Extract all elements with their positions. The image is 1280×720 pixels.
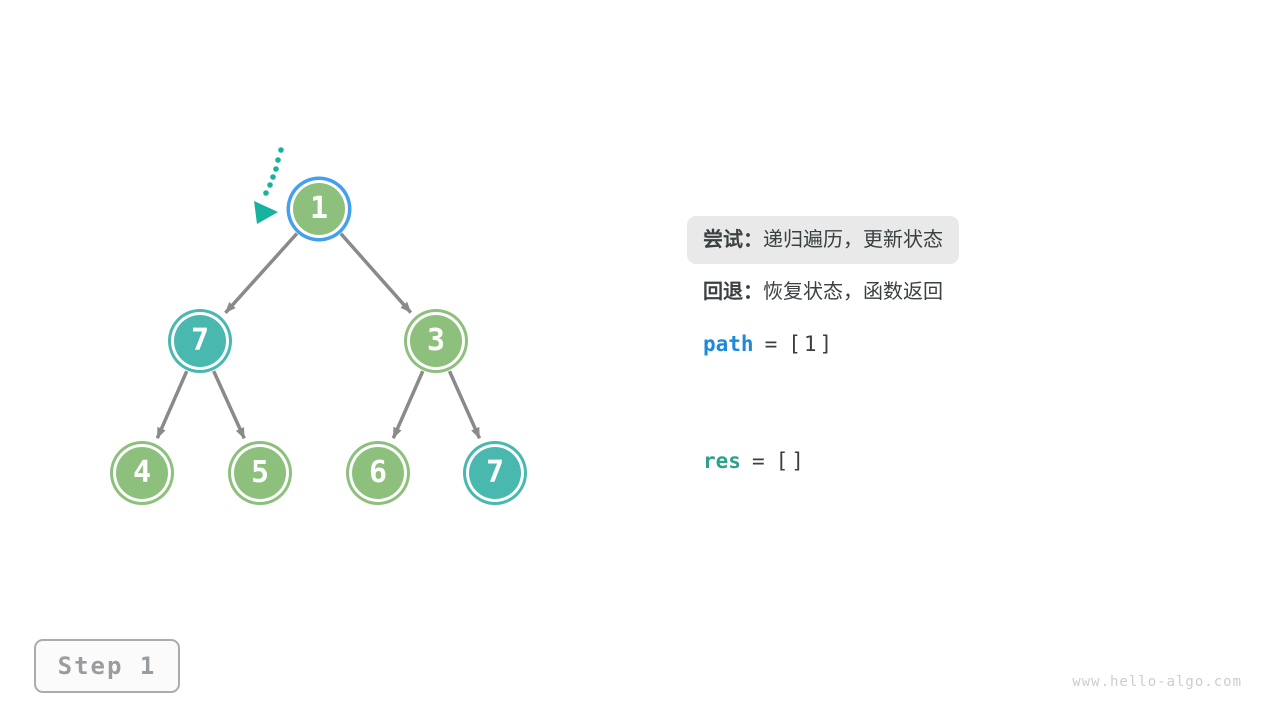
legend-backtrack: 回退：恢复状态，函数返回 [703,268,943,316]
legend-try: 尝试：递归遍历，更新状态 [687,216,959,264]
legend-backtrack-text: 恢复状态，函数返回 [763,281,943,303]
res-variable-name: res [703,449,741,473]
tree-node-value: 7 [190,323,210,358]
tree-node-value: 5 [250,455,270,490]
path-variable-name: path [703,332,754,356]
watermark-url: www.hello-algo.com [1072,674,1242,690]
visit-pointer-dot [267,182,273,188]
visit-pointer-dot [278,147,284,153]
tree-node-n5: 5 [234,447,286,499]
tree-edge [155,370,189,439]
visit-pointer-arrowhead-icon [254,201,278,224]
tree-node-value: 1 [309,191,329,226]
visit-pointer-dot [273,166,279,172]
visit-pointer-dot [270,174,276,180]
tree-node-n6: 6 [352,447,404,499]
visit-pointer-dot [263,190,269,196]
tree-node-n7l: 7 [174,315,226,367]
tree-node-value: 4 [132,455,152,490]
tree-node-n7r: 7 [469,447,521,499]
tree-edge [224,232,299,314]
tree-node-n3: 3 [410,315,462,367]
legend-try-keyword: 尝试： [703,229,763,251]
path-equals-sign: = [764,332,778,356]
tree-edge [447,370,482,440]
res-equals-sign: = [751,449,765,473]
step-badge-label: Step 1 [57,652,157,680]
res-variable-line: res = [] [703,447,807,475]
tree-node-value: 3 [426,323,446,358]
tree-node-n4: 4 [116,447,168,499]
res-variable-value: [] [775,449,807,473]
tree-node-value: 7 [485,455,505,490]
tree-edge [391,370,425,439]
tree-node-n1-current: 1 [293,183,345,235]
step-badge: Step 1 [34,639,180,693]
tree-node-value: 6 [368,455,388,490]
legend-backtrack-keyword: 回退： [703,281,763,303]
tree-edge [339,232,413,314]
path-variable-line: path = [1] [703,330,835,358]
tree-edge [212,370,246,440]
legend-try-text: 递归遍历，更新状态 [763,229,943,251]
path-variable-value: [1] [788,332,836,356]
visit-pointer-dot [275,157,281,163]
